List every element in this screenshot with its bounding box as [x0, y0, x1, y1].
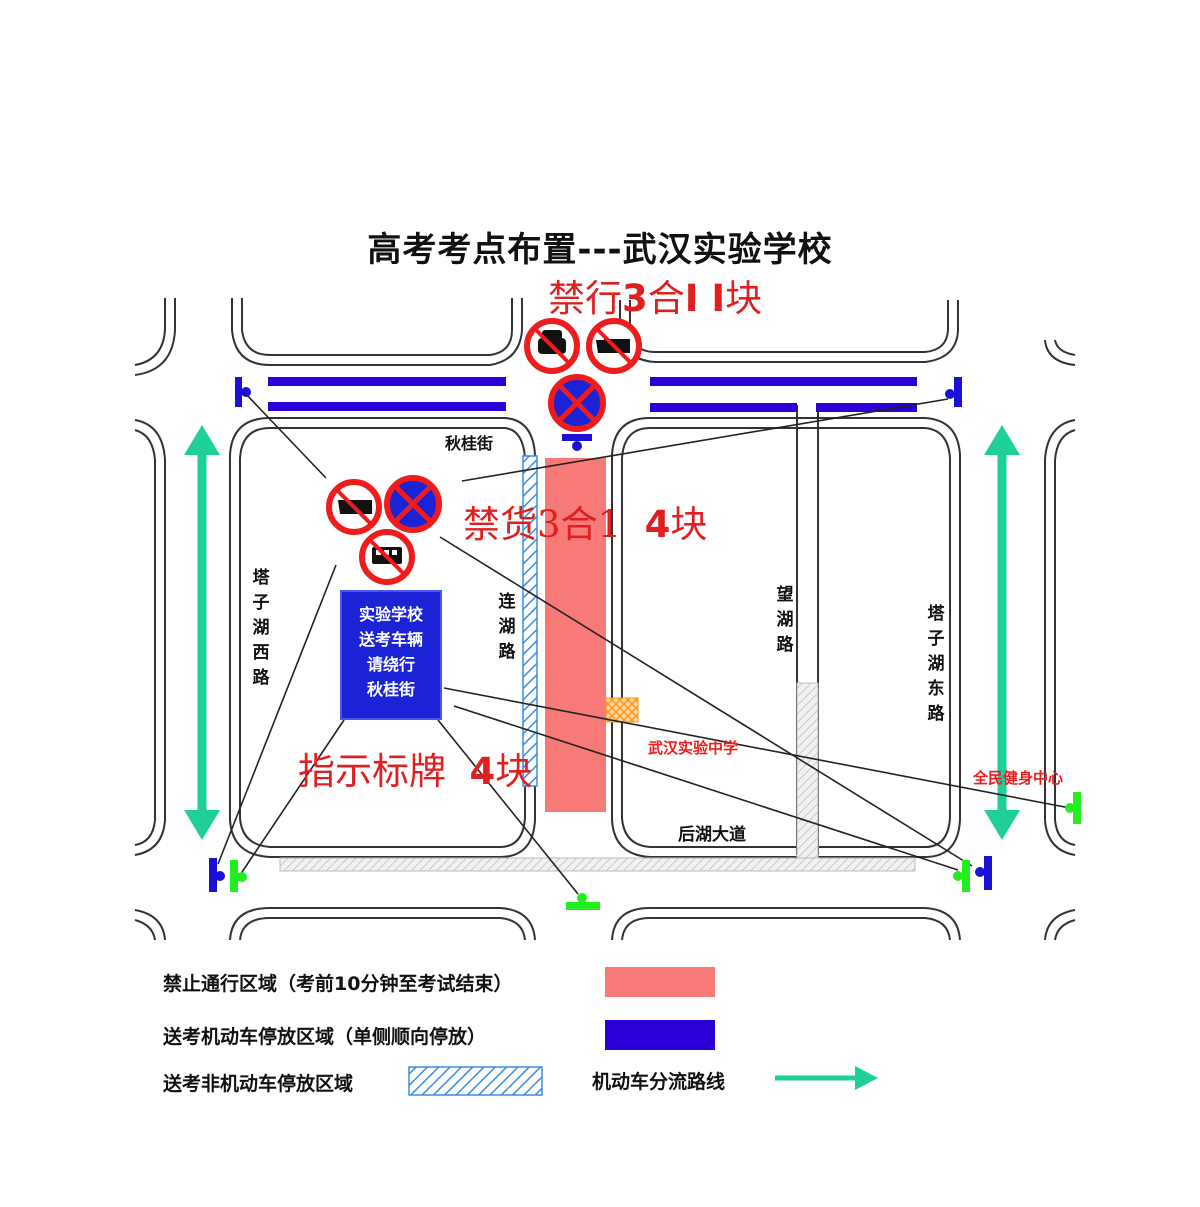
legend-label-no-entry: 禁止通行区域（考前10分钟至考试结束） — [163, 973, 513, 995]
gray-hatched-strip-vertical — [796, 682, 819, 859]
top-sign-group-label: 禁行3合I I块 — [548, 277, 763, 320]
legend-swatch-nonmotor-parking — [408, 1066, 543, 1096]
marker-blue-bottomright — [975, 856, 992, 890]
marker-green-bottom — [566, 893, 600, 910]
place-label-fitness-center: 全民健身中心 — [973, 769, 1064, 787]
gray-hatched-strip-horizontal — [279, 857, 916, 872]
no-truck-sign-icon-2 — [326, 479, 382, 535]
road-label-wanghu: 望 湖 路 — [776, 585, 794, 655]
legend-swatch-no-entry — [605, 967, 715, 997]
leader-lines — [217, 391, 1071, 895]
no-entry-zone — [545, 458, 606, 812]
marker-green-bottomleft — [230, 860, 247, 892]
legend-divert-arrow-icon — [775, 1066, 878, 1090]
motor-parking-zones — [268, 377, 917, 412]
map-title: 高考考点布置---武汉实验学校 — [367, 230, 833, 270]
road-label-houhu: 后湖大道 — [678, 825, 746, 845]
guide-sign-group-label: 指示标牌 4块 — [298, 750, 533, 793]
road-label-qiugui: 秋桂街 — [445, 434, 494, 453]
marker-green-right — [1065, 792, 1081, 824]
divert-arrow-left — [184, 425, 220, 840]
marker-blue-bottomleft — [209, 858, 225, 892]
no-bus-sign-icon — [359, 529, 415, 585]
legend-label-divert-route: 机动车分流路线 — [592, 1071, 726, 1093]
no-parking-sign-icon — [548, 374, 606, 432]
legend-label-nonmotor-parking: 送考非机动车停放区域 — [163, 1073, 354, 1095]
road-outlines — [134, 298, 1076, 941]
divert-arrow-right — [984, 425, 1020, 840]
marker-blue-topleft — [235, 377, 251, 407]
legend-label-motor-parking: 送考机动车停放区域（单侧顺向停放） — [163, 1026, 487, 1048]
road-label-tazihu-east: 塔 子 湖 东 路 — [927, 604, 945, 724]
marker-blue-topcenter — [562, 434, 592, 451]
detour-guide-sign: 实验学校 送考车辆 请绕行 秋桂街 — [340, 590, 442, 720]
road-label-lianhu: 连 湖 路 — [498, 592, 516, 662]
road-label-tazihu-west: 塔 子 湖 西 路 — [252, 568, 270, 688]
no-parking-sign-icon-2 — [384, 475, 442, 533]
no-truck-sign-icon — [586, 318, 642, 374]
middle-sign-group-label: 禁货3合1 4块 — [463, 503, 708, 546]
marker-green-bottomright — [953, 860, 970, 892]
marker-blue-topright — [945, 377, 962, 407]
legend-swatch-motor-parking — [605, 1020, 715, 1050]
place-label-school: 武汉实验中学 — [648, 739, 739, 757]
no-car-sign-icon — [524, 318, 580, 374]
school-marker — [605, 697, 639, 723]
